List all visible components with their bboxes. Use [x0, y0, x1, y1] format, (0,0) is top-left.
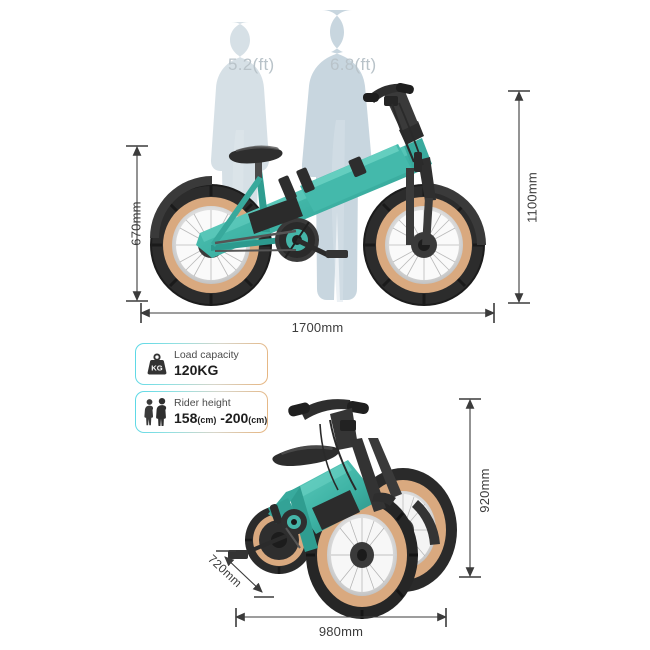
- load-capacity-card[interactable]: KG Load capacity 120KG: [135, 343, 268, 385]
- rider-height-separator: -: [220, 410, 225, 427]
- folded-handlebar: [300, 399, 353, 420]
- rider-height-title: Rider height: [174, 397, 231, 410]
- rider-height-card[interactable]: Rider height 158(cm) -200(cm): [135, 391, 268, 433]
- saddle: [228, 146, 283, 164]
- rider-height-max: 200: [224, 410, 249, 427]
- fork: [422, 198, 433, 245]
- male-height-label: 6.8(ft): [330, 55, 377, 74]
- dim-label-920: 920mm: [477, 468, 492, 513]
- dim-label-980: 980mm: [318, 624, 364, 639]
- dimension-lines-bottom: [216, 398, 481, 627]
- rider-height-min-unit: (cm): [197, 415, 217, 426]
- dim-label-670: 670mm: [128, 201, 144, 246]
- dim-label-1100: 1100mm: [524, 172, 540, 223]
- side-view-ebike: [150, 82, 486, 306]
- folded-view-ebike: [228, 399, 457, 619]
- two-people-icon: [140, 392, 174, 432]
- load-capacity-value: 120KG: [174, 362, 219, 379]
- male-silhouette: [301, 10, 373, 302]
- weight-kg-icon: KG: [140, 344, 174, 384]
- battery-pack: [248, 197, 303, 234]
- folded-battery: [312, 490, 360, 530]
- dimension-lines-top: [126, 90, 530, 323]
- kg-icon-text: KG: [151, 363, 162, 372]
- dim-720-line: [224, 556, 263, 593]
- rider-height-value: 158(cm) -200(cm): [174, 410, 267, 426]
- folded-frame-body: [288, 460, 380, 534]
- female-height-label: 5.2(ft): [228, 55, 275, 74]
- dim-label-1700: 1700mm: [291, 320, 344, 335]
- rider-height-min: 158: [174, 410, 198, 427]
- rider-height-max-unit: (cm): [248, 415, 268, 426]
- load-capacity-title: Load capacity: [174, 349, 239, 362]
- rear-fender: [150, 176, 212, 238]
